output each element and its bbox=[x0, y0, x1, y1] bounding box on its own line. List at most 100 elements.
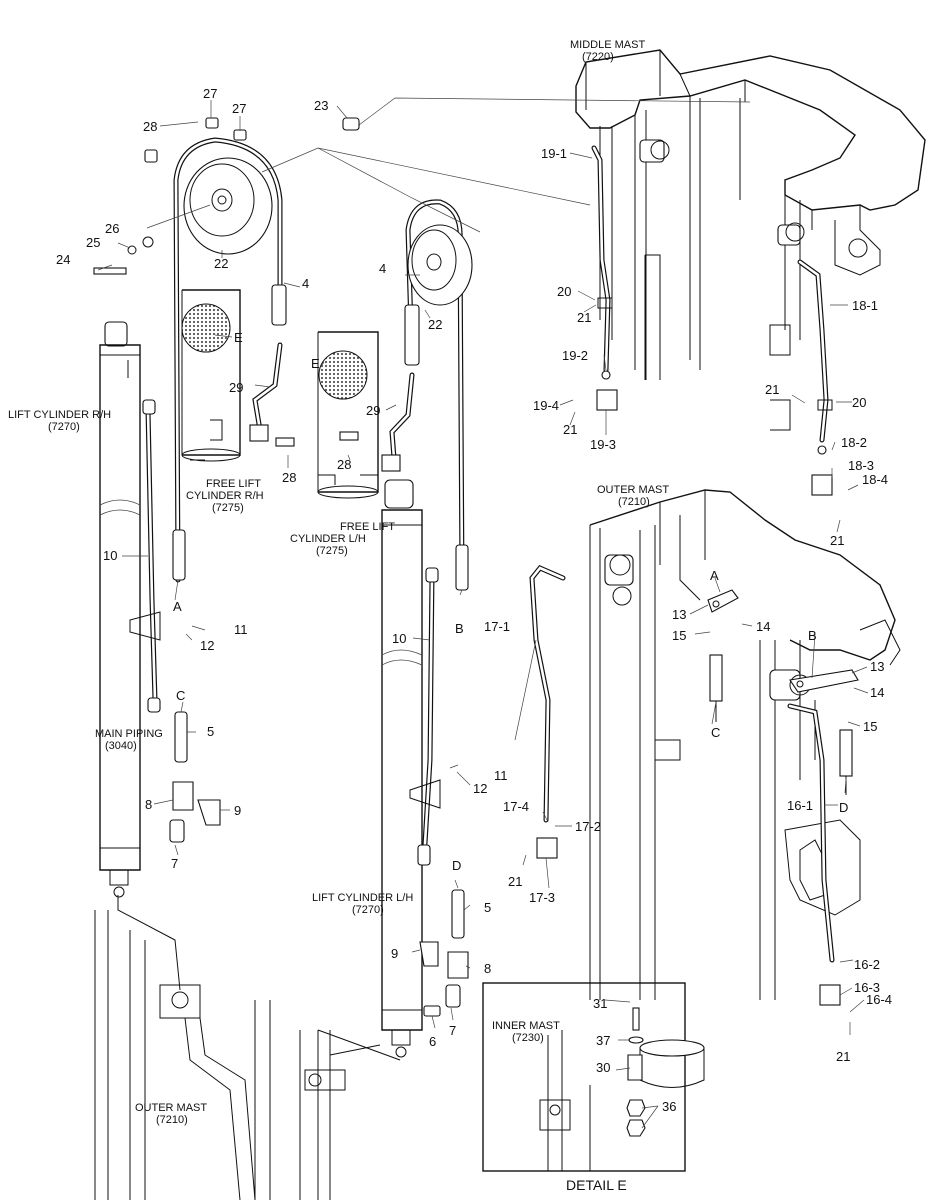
inner-mast-caption-code: (7230) bbox=[512, 1032, 544, 1044]
callout-13: 13 bbox=[870, 659, 884, 674]
callout-19-1: 19-1 bbox=[541, 146, 567, 161]
outer-mast-drawing bbox=[589, 489, 901, 1000]
callout-16-2: 16-2 bbox=[854, 957, 880, 972]
callout-5: 5 bbox=[484, 900, 491, 915]
bracket-a bbox=[707, 589, 739, 613]
middle-mast-caption-code: (7220) bbox=[582, 51, 614, 63]
callout-16-4: 16-4 bbox=[866, 992, 892, 1007]
middle-mast-caption-name: MIDDLE MAST bbox=[570, 39, 645, 51]
free-lift-lh-caption-2: CYLINDER L/H bbox=[290, 533, 366, 545]
callout-18-3: 18-3 bbox=[848, 458, 874, 473]
callout-21: 21 bbox=[830, 533, 844, 548]
callout-9: 9 bbox=[234, 803, 241, 818]
plug-6 bbox=[423, 1005, 441, 1017]
tee-8-rh bbox=[172, 781, 194, 811]
lift-cylinder-rh-caption-code: (7270) bbox=[48, 421, 80, 433]
callout-18-4: 18-4 bbox=[862, 472, 888, 487]
callout-21: 21 bbox=[563, 422, 577, 437]
lift-cylinder-rh-caption-name: LIFT CYLINDER R/H bbox=[8, 409, 111, 421]
lift-cylinder-lh-caption-name: LIFT CYLINDER L/H bbox=[312, 892, 413, 904]
free-lift-rh-caption-3: (7275) bbox=[212, 502, 244, 514]
fitting-19-3 bbox=[596, 389, 618, 411]
callout-21: 21 bbox=[765, 382, 779, 397]
detail-e-title: DETAIL E bbox=[566, 1177, 627, 1193]
callout-e: E bbox=[311, 356, 320, 371]
callout-17-4: 17-4 bbox=[503, 799, 529, 814]
callout-7: 7 bbox=[449, 1023, 456, 1038]
callout-19-3: 19-3 bbox=[590, 437, 616, 452]
callout-c: C bbox=[711, 725, 720, 740]
lift-cylinder-lh-caption-code: (7270) bbox=[352, 904, 384, 916]
callout-c: C bbox=[176, 688, 185, 703]
main-piping-caption-name: MAIN PIPING bbox=[95, 728, 163, 740]
callout-14: 14 bbox=[756, 619, 770, 634]
callout-12: 12 bbox=[200, 638, 214, 653]
callout-d: D bbox=[839, 800, 848, 815]
detail-e-drawing bbox=[539, 1007, 705, 1171]
free-lift-rh-caption-1: FREE LIFT bbox=[206, 478, 261, 490]
callout-12: 12 bbox=[473, 781, 487, 796]
free-lift-cylinder-rh bbox=[181, 289, 241, 462]
elbow-9-lh bbox=[419, 941, 439, 967]
callout-7: 7 bbox=[171, 856, 178, 871]
callout-17-1: 17-1 bbox=[484, 619, 510, 634]
outer-mast-bottom-caption-code: (7210) bbox=[156, 1114, 188, 1126]
callout-23: 23 bbox=[314, 98, 328, 113]
outer-mast-bottom-caption-name: OUTER MAST bbox=[135, 1102, 207, 1114]
callout-a: A bbox=[173, 599, 182, 614]
callout-24: 24 bbox=[56, 252, 70, 267]
callout-16-3: 16-3 bbox=[854, 980, 880, 995]
fitting-17-3 bbox=[536, 837, 558, 859]
inner-mast-caption-name: INNER MAST bbox=[492, 1020, 560, 1032]
callout-28: 28 bbox=[282, 470, 296, 485]
callout-11: 11 bbox=[494, 768, 508, 783]
connector-7-rh bbox=[169, 819, 185, 843]
callout-9: 9 bbox=[391, 946, 398, 961]
elbow-9-rh bbox=[197, 799, 221, 826]
callout-21: 21 bbox=[508, 874, 522, 889]
callout-27: 27 bbox=[232, 101, 246, 116]
pulley-22-lh bbox=[407, 224, 473, 306]
callout-18-2: 18-2 bbox=[841, 435, 867, 450]
callout-17-3: 17-3 bbox=[529, 890, 555, 905]
fitting-16-3 bbox=[819, 984, 841, 1006]
detail-e-box bbox=[482, 982, 686, 1172]
pin-23 bbox=[342, 117, 360, 131]
callout-25: 25 bbox=[86, 235, 100, 250]
callout-11: 11 bbox=[234, 622, 248, 637]
hose-5-rh bbox=[174, 711, 188, 763]
middle-mast-drawing bbox=[575, 49, 926, 431]
hose-c-end bbox=[709, 654, 723, 702]
hose-d-end bbox=[839, 729, 853, 777]
callout-22: 22 bbox=[428, 317, 442, 332]
callout-4: 4 bbox=[379, 261, 386, 276]
outer-mast-bottom-drawing bbox=[94, 895, 401, 1200]
callout-20: 20 bbox=[557, 284, 571, 299]
fitting-18-3 bbox=[811, 474, 833, 496]
callout-4: 4 bbox=[302, 276, 309, 291]
lift-cylinder-rh bbox=[99, 321, 141, 898]
pulley-22-rh bbox=[183, 157, 273, 255]
free-lift-rh-caption-2: CYLINDER R/H bbox=[186, 490, 264, 502]
connector-7-lh bbox=[445, 984, 461, 1008]
callout-20: 20 bbox=[852, 395, 866, 410]
callout-19-2: 19-2 bbox=[562, 348, 588, 363]
lift-cylinder-lh bbox=[381, 479, 423, 1058]
callout-28: 28 bbox=[143, 119, 157, 134]
callout-17-2: 17-2 bbox=[575, 819, 601, 834]
hose-5-lh bbox=[451, 889, 465, 939]
detail-e-marker-rh bbox=[181, 303, 231, 353]
callout-5: 5 bbox=[207, 724, 214, 739]
callout-6: 6 bbox=[429, 1034, 436, 1049]
callout-a: A bbox=[710, 568, 719, 583]
callout-21: 21 bbox=[836, 1049, 850, 1064]
hose-16-1 bbox=[787, 703, 835, 963]
callout-22: 22 bbox=[214, 256, 228, 271]
callout-10: 10 bbox=[392, 631, 406, 646]
callout-37: 37 bbox=[596, 1033, 610, 1048]
outer-mast-caption-name: OUTER MAST bbox=[597, 484, 669, 496]
callout-10: 10 bbox=[103, 548, 117, 563]
hose-29-lh bbox=[389, 372, 415, 461]
callout-36: 36 bbox=[662, 1099, 676, 1114]
callout-8: 8 bbox=[484, 961, 491, 976]
